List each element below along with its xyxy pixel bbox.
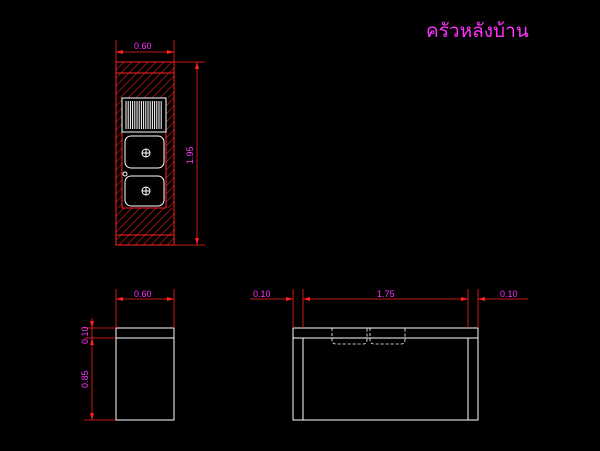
hatch-line [222,98,332,208]
hatch-line [192,98,302,208]
hatch-line [118,208,157,245]
hatch-line [182,98,292,208]
hatch-line [116,99,122,107]
side-width-label: 0.60 [134,289,152,299]
hatch-line [207,208,244,245]
hatch-line [116,62,117,63]
hatch-line [232,98,342,208]
hatch-line [143,67,174,98]
hatch-line [166,193,174,203]
hatch-line [116,187,122,195]
hatch-line [116,208,133,225]
drainboard [121,97,167,133]
faucet-icon [122,171,128,177]
side-width-dimension: 0.60 [115,289,175,328]
hatch-line [166,98,174,107]
hatch-line [248,98,358,208]
plan-length-label: 1.95 [185,146,195,164]
hatch-line [200,98,310,208]
side-height-dimension: 0.10 0.85 [80,318,116,421]
front-width-dimension: 0.10 1.75 0.10 [250,289,528,328]
hatch-line [126,208,165,245]
hatch-line [158,229,174,245]
hatch-line [166,98,276,208]
hatch-line [206,98,316,208]
hatch-line [175,208,212,245]
hatch-line [214,98,324,208]
plan-width-label: 0.60 [134,41,152,51]
hatch-line [127,62,165,98]
hatch-line [200,62,236,98]
hatch-line [190,98,300,208]
hatch-line [116,208,141,233]
hatch-line [116,208,149,241]
drawing-title: ครัวหลังบ้าน [426,20,529,42]
hatch-line [184,62,220,98]
hatch-line [119,62,157,98]
plan-width-dimension: 0.60 [115,40,175,62]
front-elevation-outline [292,327,479,421]
hatch-line [150,221,174,245]
side-height-label: 0.85 [80,370,90,388]
hatch-line [256,98,366,208]
front-sink-bowl-2 [369,328,406,345]
hatch-line [198,98,308,208]
sink-bowl-1 [124,135,165,169]
hatch-line [116,62,141,87]
hatch-line [159,83,174,98]
hatch-line [116,123,122,131]
hatch-line [199,208,236,245]
hatch-line [116,115,122,123]
hatch-line [224,98,334,208]
hatch-line [167,91,174,98]
side-top-label: 0.10 [80,326,90,344]
side-elevation-outline [115,327,175,421]
hatch-line [208,62,244,98]
hatch-line [116,147,122,155]
hatch-line [116,62,133,79]
hatch-line [166,185,174,195]
sink-bowl-2 [124,175,165,207]
hatch-line [216,98,326,208]
front-sink-bowl-1 [331,328,368,345]
hatch-line [240,98,350,208]
plan-view: 0.60 1.95 [115,40,390,246]
hatch-line [151,75,174,98]
hatch-line [184,98,294,208]
hatch-line [116,62,149,95]
front-span-label: 1.75 [377,289,395,299]
hatch-line [166,177,174,187]
hatch-line [272,98,382,208]
hatch-line [166,237,174,245]
hatch-line [280,98,390,208]
hatch-line [134,208,173,245]
hatch-line [264,98,374,208]
side-elevation: 0.60 0.10 0.85 [80,289,175,421]
hatch-line [176,62,212,98]
hatch-line [183,208,220,245]
plan-hatch [116,62,390,245]
hatch-line [116,62,125,71]
hatch-line [116,98,117,99]
front-left-label: 0.10 [253,289,271,299]
hatch-line [166,113,174,123]
front-right-label: 0.10 [500,289,518,299]
hatch-line [208,98,318,208]
drainboard-ribs [125,101,162,129]
hatch-line [230,98,340,208]
hatch-line [135,62,173,98]
plan-outline [115,61,175,246]
front-elevation: 0.10 1.75 0.10 [250,289,528,421]
plan-length-dimension: 1.95 [174,61,205,246]
hatch-line [116,208,117,209]
hatch-line [116,208,125,217]
hatch-line [166,145,174,155]
